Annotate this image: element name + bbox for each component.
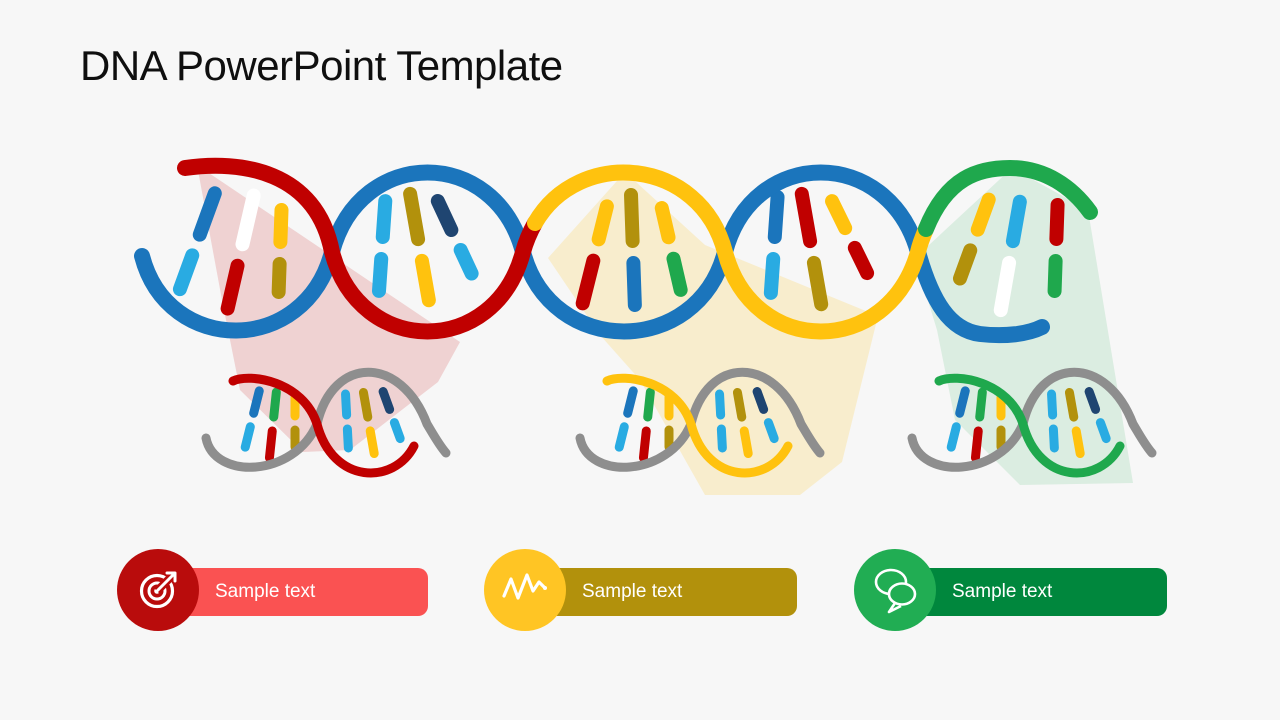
label-bar-3[interactable]: Sample text <box>905 568 1167 616</box>
main-dna-helix <box>134 157 1098 344</box>
label-text-2: Sample text <box>582 581 683 602</box>
label-badge-3[interactable] <box>854 549 936 631</box>
page-title: DNA PowerPoint Template <box>80 42 563 89</box>
label-badge-2[interactable] <box>484 549 566 631</box>
label-bar-2[interactable]: Sample text <box>535 568 797 616</box>
chat-icon <box>874 568 917 614</box>
main-strand-blue <box>134 164 1050 344</box>
trend-icon <box>502 573 547 600</box>
main-strand-red <box>177 157 543 340</box>
main-helix-rungs <box>172 186 1065 318</box>
main-strand-yellow <box>527 164 934 340</box>
label-badge-1[interactable] <box>117 549 199 631</box>
target-icon <box>139 571 177 609</box>
label-text-1: Sample text <box>215 581 316 602</box>
label-bar-1[interactable]: Sample text <box>168 568 428 616</box>
main-strand-green <box>918 159 1098 237</box>
label-text-3: Sample text <box>952 581 1053 602</box>
